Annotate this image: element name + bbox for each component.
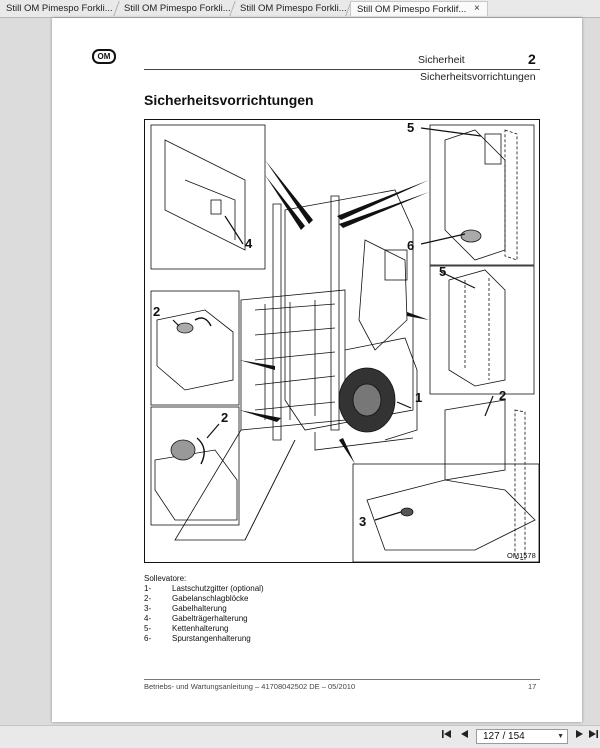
legend-text: Gabelanschlagblöcke — [172, 594, 249, 603]
callout-5-top: 5 — [407, 120, 414, 135]
callout-2-right: 2 — [499, 388, 506, 403]
legend-text: Lastschutzgitter (optional) — [172, 584, 264, 593]
legend-text: Kettenhalterung — [172, 624, 229, 633]
tab-label: Still OM Pimespo Forklif... — [357, 4, 467, 15]
tab-label: Still OM Pimespo Forkli... — [124, 3, 231, 14]
footer-text: Betriebs- und Wartungsanleitung – 417080… — [144, 682, 356, 691]
chevron-down-icon[interactable]: ▼ — [557, 733, 564, 740]
close-tab-icon[interactable]: × — [474, 3, 480, 14]
legend-number: 2- — [144, 594, 152, 603]
tab-label: Still OM Pimespo Forkli... — [240, 3, 347, 14]
callout-4: 4 — [245, 236, 253, 251]
tab-bar: Still OM Pimespo Forkli... Still OM Pime… — [0, 0, 600, 18]
tab-document-2[interactable]: Still OM Pimespo Forkli... — [118, 1, 232, 16]
legend-text: Spurstangenhalterung — [172, 634, 251, 643]
callout-5-middle: 5 — [439, 264, 446, 279]
tab-label: Still OM Pimespo Forkli... — [6, 3, 113, 14]
next-page-icon[interactable] — [572, 729, 586, 743]
pdf-navigation-toolbar: 127 / 154 ▼ — [0, 725, 600, 748]
legend-text: Gabelhalterung — [172, 604, 227, 613]
figure-code: OM1578 — [507, 551, 536, 560]
footer-divider — [144, 679, 540, 680]
legend-number: 5- — [144, 624, 152, 633]
callout-3: 3 — [359, 514, 366, 529]
page-title: Sicherheitsvorrichtungen — [144, 92, 314, 108]
section-number: 2 — [528, 51, 536, 67]
legend-title: Sollevatore: — [144, 574, 187, 583]
page-indicator-text: 127 / 154 — [483, 731, 525, 742]
callout-1: 1 — [415, 390, 422, 405]
legend-number: 3- — [144, 604, 152, 613]
callout-6: 6 — [407, 238, 414, 253]
legend-text: Gabelträgerhalterung — [172, 614, 248, 623]
tab-document-1[interactable]: Still OM Pimespo Forkli... — [0, 1, 116, 16]
forklift-safety-illustration: 5 4 6 5 2 1 2 2 3 OM1578 — [144, 119, 540, 563]
callout-2-upper: 2 — [153, 304, 160, 319]
illustration-drawing: 5 4 6 5 2 1 2 2 3 OM1578 — [150, 120, 540, 563]
page-number: 17 — [528, 682, 537, 691]
prev-page-icon[interactable] — [458, 729, 472, 743]
callout-2-lower: 2 — [221, 410, 228, 425]
subsection-title: Sicherheitsvorrichtungen — [420, 71, 536, 83]
section-title: Sicherheit — [418, 54, 465, 66]
last-page-icon[interactable] — [586, 729, 600, 743]
tab-document-3[interactable]: Still OM Pimespo Forkli... — [234, 1, 348, 16]
legend-number: 4- — [144, 614, 152, 623]
legend-number: 6- — [144, 634, 152, 643]
first-page-icon[interactable] — [440, 729, 454, 743]
legend-number: 1- — [144, 584, 152, 593]
page-indicator[interactable]: 127 / 154 ▼ — [476, 729, 568, 744]
om-logo: OM — [92, 49, 116, 64]
header-divider — [144, 69, 540, 70]
tab-document-4[interactable]: Still OM Pimespo Forklif... — [350, 1, 488, 16]
